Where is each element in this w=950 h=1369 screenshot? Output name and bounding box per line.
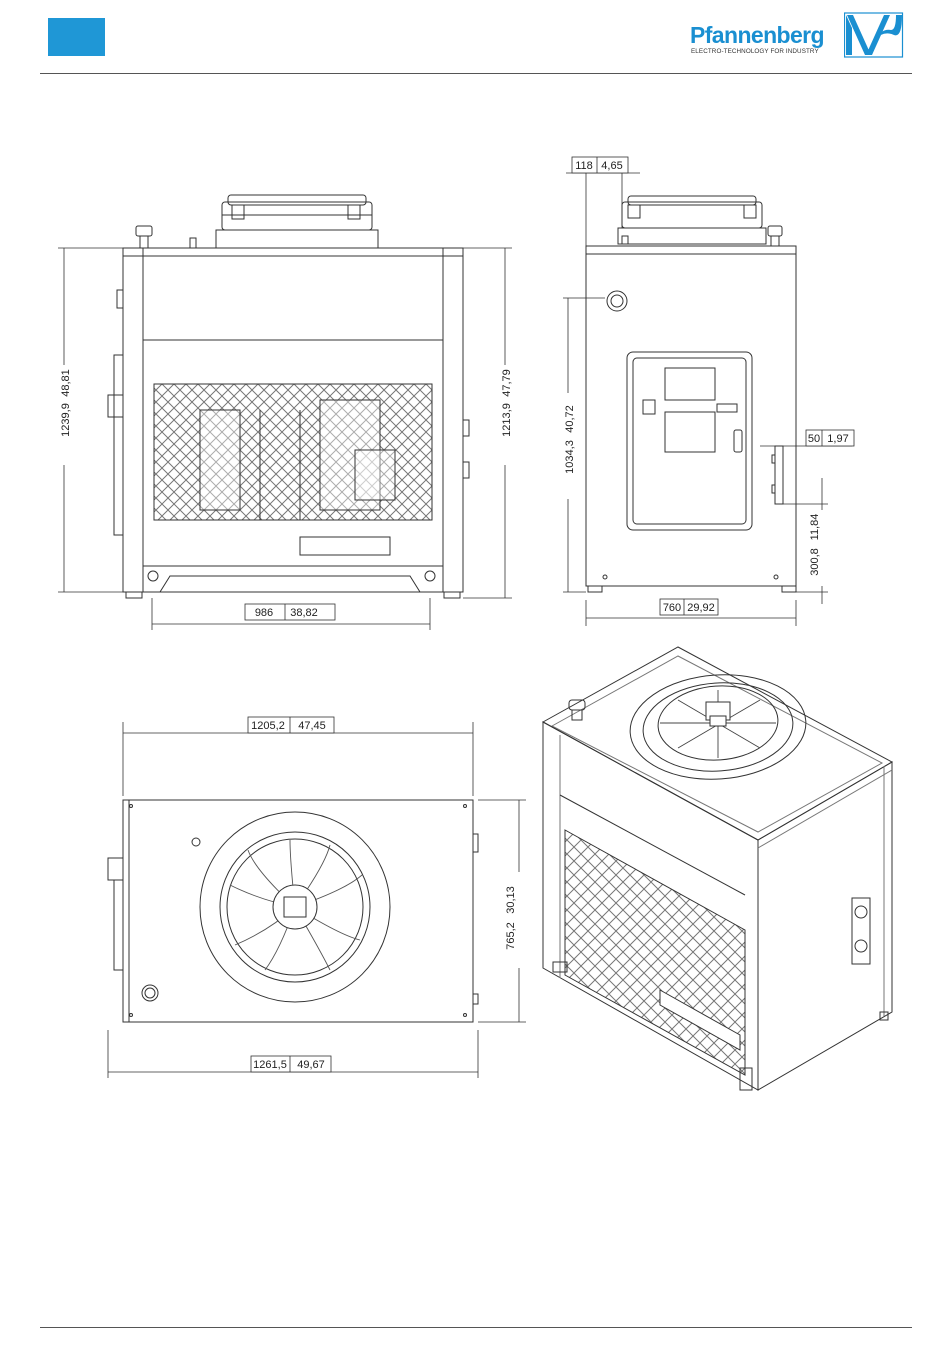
dim-front-height-overall: 1239,9 [60,403,72,437]
dim-top-width-overall: 1261,5 [253,1059,287,1071]
dim-side-gauge-height-in: 40,72 [564,405,576,433]
dim-top-depth-in: 30,13 [505,886,517,914]
dim-front-height-body-in: 47,79 [501,369,513,397]
dim-side-depth: 760 [663,602,681,614]
dim-top-depth: 765,2 [505,922,517,950]
dim-side-gauge-height: 1034,3 [564,440,576,474]
dim-top-width-overall-in: 49,67 [297,1059,325,1071]
dim-front-width-in: 38,82 [290,607,318,619]
dim-front-height-body: 1213,9 [501,403,513,437]
side-view [586,196,796,592]
dim-front-height-overall-in: 48,81 [60,369,72,397]
dim-top-width-body-in: 47,45 [298,720,326,732]
dim-side-port-height: 300,8 [809,548,821,576]
top-view [108,800,478,1022]
footer-rule [40,1327,912,1328]
dim-side-handle-depth-in: 1,97 [827,433,848,445]
dim-side-fan-offset-in: 4,65 [601,160,622,172]
dim-side-depth-in: 29,92 [687,602,715,614]
front-view [108,195,469,598]
isometric-view [543,647,892,1090]
dim-side-port-height-in: 11,84 [809,514,821,541]
dim-side-handle-depth: 50 [808,433,820,445]
dim-top-width-body: 1205,2 [251,720,285,732]
dim-side-fan-offset: 118 [575,160,593,172]
dim-front-width: 986 [255,607,273,619]
